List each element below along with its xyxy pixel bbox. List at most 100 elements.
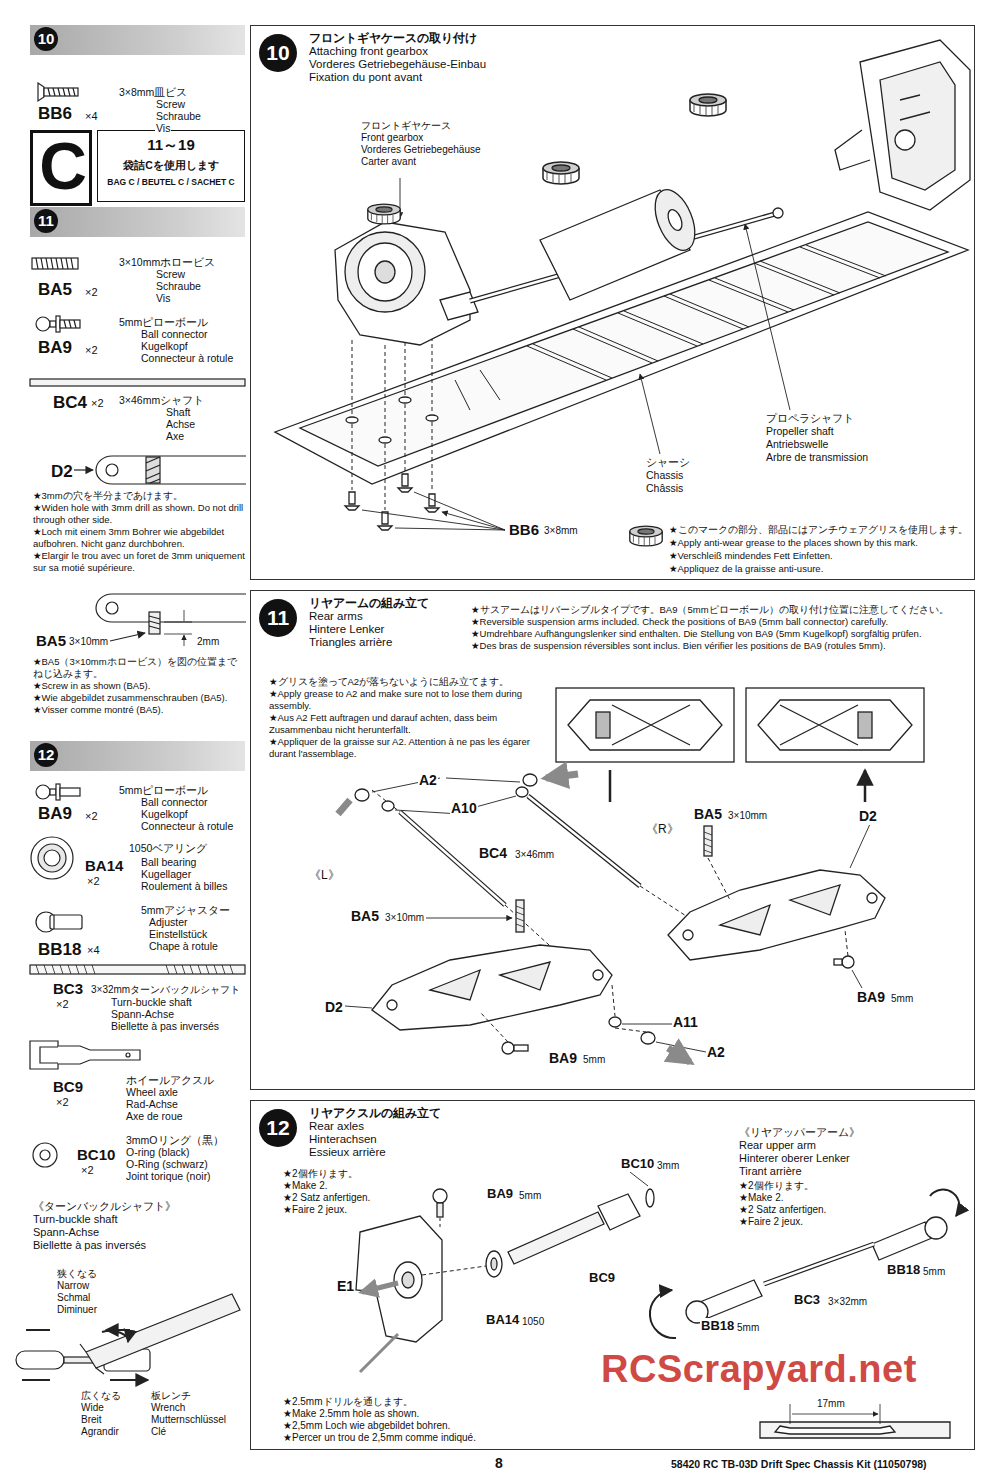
part-icons	[44, 88, 78, 96]
rear-arm-illustration	[704, 832, 712, 853]
quantity: ×2	[55, 1096, 70, 1109]
chassis-illustration	[345, 492, 359, 510]
callout-text: Chassis	[645, 469, 684, 482]
sub-heading: Rear upper arm	[738, 1139, 817, 1152]
chassis-illustration	[455, 370, 500, 410]
dimension: 3×10mm	[727, 810, 768, 822]
part-code: A2	[418, 772, 438, 789]
part-icons	[60, 320, 80, 328]
note-text: ★2,5mm Loch wie abgebildet bohren.	[282, 1420, 451, 1432]
note-text: ★Des bras de suspension réversibles sont…	[470, 640, 967, 652]
dimension: 2mm	[196, 636, 220, 648]
rear-arm-illustration	[516, 787, 528, 797]
part-code: BA9	[548, 1050, 578, 1067]
part-icons	[110, 633, 145, 641]
part-name: Vis	[155, 292, 171, 304]
rear-arm-illustration	[708, 858, 730, 900]
part-icons	[36, 785, 50, 799]
step-number: 10	[259, 34, 297, 72]
rear-arm-illustration	[842, 956, 854, 968]
rear-arm-illustration	[355, 789, 369, 801]
rear-arm-illustration	[610, 770, 865, 802]
rear-arm-illustration	[516, 906, 524, 927]
chassis-illustration	[399, 397, 411, 403]
chassis-illustration	[368, 204, 400, 224]
part-code: BC4	[52, 393, 88, 413]
rear-arm-illustration	[596, 712, 610, 738]
note-text: ★Visser comme montré (BA5).	[32, 704, 247, 716]
sub-heading: 《ターンバックルシャフト》	[32, 1200, 177, 1213]
callout-text: Antriebswelle	[765, 438, 829, 451]
rear-arm-illustration	[372, 778, 520, 814]
quantity: ×2	[84, 810, 99, 823]
rear-arm-illustration	[668, 1048, 690, 1062]
part-code: BB6	[37, 104, 73, 124]
note-text: ★Wie abgebildet zusammenschrauben (BA5).	[32, 692, 247, 704]
part-icons	[106, 464, 118, 476]
note-text: ★Percer un trou de 2,5mm comme indiqué.	[282, 1432, 477, 1444]
part-name: Roulement à billes	[140, 880, 228, 892]
step-heading: Rear arms	[309, 610, 363, 623]
callout-text: Mutternschlüssel	[150, 1414, 227, 1426]
chassis-illustration	[640, 374, 660, 454]
step-panel: 11リヤアームの組み立てRear armsHintere LenkerTrian…	[250, 590, 975, 1090]
sub-heading: Turn-buckle shaft	[32, 1213, 119, 1226]
chassis-illustration	[880, 62, 955, 190]
rear-axle-illustration	[356, 1172, 959, 1438]
sub-heading: Tirant arrière	[738, 1165, 803, 1178]
rear-axle-illustration	[646, 1189, 654, 1207]
rear-arm-illustration	[523, 774, 537, 786]
part-name: Kugelkopf	[140, 808, 189, 820]
callout-text: Breit	[80, 1414, 103, 1426]
part-code: A2	[706, 1044, 726, 1061]
page-number: 8	[494, 1455, 504, 1472]
rear-arm-illustration	[720, 885, 840, 935]
part-code: BA5	[350, 908, 380, 925]
part-code: D2	[858, 808, 878, 825]
rear-axle-illustration	[775, 1426, 895, 1434]
dimension: 5mm	[582, 1054, 606, 1066]
sub-heading: Biellette à pas inversés	[32, 1239, 147, 1252]
note-text: ★2 Satz anfertigen.	[282, 1192, 371, 1204]
callout-text: Schmal	[56, 1292, 91, 1304]
chassis-illustration	[362, 492, 505, 530]
part-name: Ball connector	[140, 328, 209, 340]
callout-text: Propeller shaft	[765, 425, 835, 438]
rear-arm-illustration	[683, 930, 693, 940]
part-name: Ball connector	[140, 796, 209, 808]
note-text: ★Make 2.5mm hole as shown.	[282, 1408, 420, 1420]
rear-axle-illustration	[437, 1203, 443, 1217]
part-code: BC3	[52, 980, 84, 998]
rear-arm-illustration	[641, 1032, 655, 1044]
note-text: ★Apply grease to A2 and make sure not to…	[268, 688, 535, 712]
part-code: BC4	[478, 845, 508, 862]
part-icons	[50, 321, 56, 327]
dimension: 3×32mm	[827, 1296, 868, 1308]
part-name: 3mmOリング（黒）	[125, 1134, 225, 1146]
rear-arm-illustration	[704, 826, 712, 856]
part-code: BC9	[52, 1078, 84, 1096]
part-icons	[146, 457, 160, 483]
chassis-illustration	[379, 437, 391, 443]
note-text: ★Widen hole with 3mm drill as shown. Do …	[32, 502, 247, 526]
note-text: ★サスアームはリバーシブルタイプです。BA9（5mmピローボール）の取り付け位置…	[470, 604, 967, 616]
rear-arm-illustration	[528, 796, 640, 886]
part-icons	[96, 594, 246, 622]
chassis-illustration	[690, 94, 726, 116]
rear-arm-illustration	[834, 959, 842, 965]
part-name: 3×46mmシャフト	[118, 394, 205, 406]
chassis-illustration	[346, 417, 358, 423]
rear-arm-illustration	[372, 945, 612, 1030]
rear-arm-illustration	[426, 918, 512, 919]
step-heading: フロントギヤケースの取り付け	[309, 32, 477, 46]
bag-note-box: 11～19袋詰Cを使用しますBAG C / BEUTEL C / SACHET …	[97, 130, 245, 202]
callout-text: Clé	[150, 1426, 167, 1438]
part-icons	[106, 602, 118, 614]
callout-text: Front gearbox	[360, 132, 424, 144]
note-text: ★Umdrehbare Aufhängungslenker sind entha…	[470, 628, 967, 640]
quantity: ×2	[80, 1164, 95, 1177]
rear-axle-illustration	[394, 1262, 422, 1298]
part-code: BC10	[76, 1146, 116, 1164]
rear-arm-illustration	[382, 801, 394, 811]
rear-arm-illustration	[746, 688, 924, 762]
